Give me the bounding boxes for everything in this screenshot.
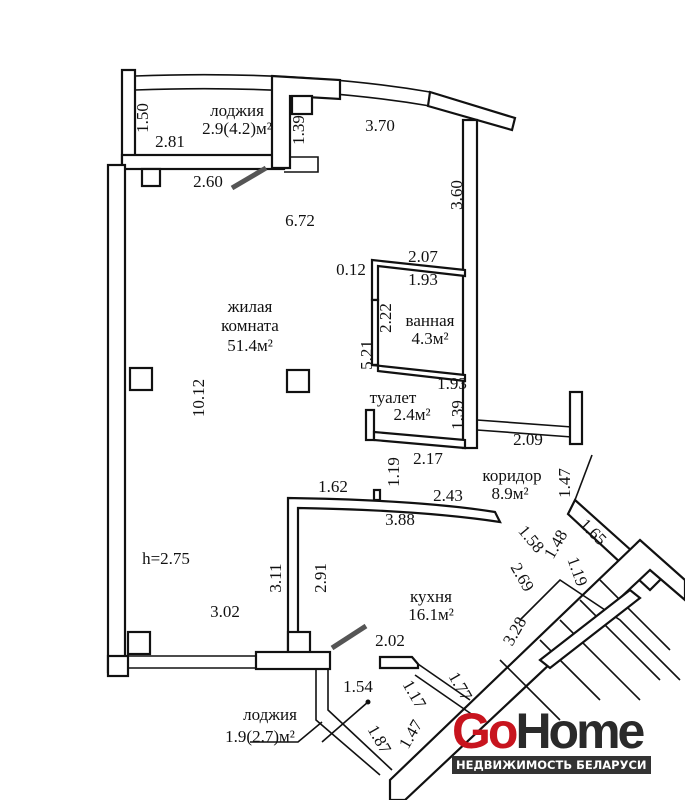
logo-go: Go <box>452 703 518 759</box>
dimension-label: 1.39 <box>289 115 308 145</box>
room-area-kitchen: 16.1м² <box>408 605 454 624</box>
dimension-label: 3.28 <box>499 614 530 649</box>
dimension-label: 1.39 <box>448 400 467 430</box>
room-area-loggia-bottom: 1.9(2.7)м² <box>225 727 295 746</box>
room-area-living: 51.4м² <box>227 336 273 355</box>
logo-subtitle: НЕДВИЖИМОСТЬ БЕЛАРУСИ <box>452 756 651 774</box>
room-area-loggia-top: 2.9(4.2)м² <box>202 119 272 138</box>
room-name-loggia-top: лоджия <box>210 101 264 120</box>
logo-text: GoHome <box>452 703 645 759</box>
dimension-label: 2.07 <box>408 247 438 266</box>
logo-home: Home <box>515 703 645 759</box>
dimension-label: 1.93 <box>437 374 467 393</box>
dimension-label: 3.88 <box>385 510 415 529</box>
dimension-label: 1.93 <box>408 270 438 289</box>
room-name-bathroom: ванная <box>406 311 455 330</box>
dimension-label: 1.48 <box>540 527 571 562</box>
dimension-label: 3.70 <box>365 116 395 135</box>
dimension-label: 1.87 <box>364 722 396 758</box>
room-labels: лоджия 2.9(4.2)м² жилая комната 51.4м² в… <box>142 101 542 746</box>
dimension-label: 2.69 <box>507 560 538 595</box>
dimension-label: 2.17 <box>413 449 443 468</box>
dimension-label: 2.60 <box>193 172 223 191</box>
dimension-label: 1.19 <box>563 554 591 588</box>
dimension-label: 2.43 <box>433 486 463 505</box>
dimension-label: 5.21 <box>357 340 376 370</box>
dimension-label: 1.62 <box>318 477 348 496</box>
dimension-label: 2.22 <box>376 303 395 333</box>
dimension-label: 1.47 <box>395 716 427 752</box>
dimension-label: 2.81 <box>155 132 185 151</box>
ceiling-height: h=2.75 <box>142 549 190 568</box>
room-name-loggia-bottom: лоджия <box>243 705 297 724</box>
room-area-toilet: 2.4м² <box>393 405 430 424</box>
dimension-label: 2.09 <box>513 430 543 449</box>
dimension-label: 3.11 <box>266 563 285 592</box>
dimension-label: 10.12 <box>189 379 208 417</box>
dimension-label: 0.12 <box>336 260 366 279</box>
room-area-bathroom: 4.3м² <box>411 329 448 348</box>
dimension-label: 2.91 <box>311 563 330 593</box>
dimension-label: 1.19 <box>384 457 403 487</box>
dimension-label: 3.02 <box>210 602 240 621</box>
room-name-living-2: комната <box>221 316 279 335</box>
dimension-label: 1.47 <box>555 468 574 498</box>
room-name-corridor: коридор <box>482 466 541 485</box>
dimension-label: 2.02 <box>375 631 405 650</box>
watermark-logo: GoHome НЕДВИЖИМОСТЬ БЕЛАРУСИ <box>452 703 651 774</box>
dimension-label: 6.72 <box>285 211 315 230</box>
walls <box>106 68 685 800</box>
dimension-label: 1.54 <box>343 677 373 696</box>
room-name-living: жилая <box>227 297 273 316</box>
room-area-corridor: 8.9м² <box>491 484 528 503</box>
room-name-toilet: туалет <box>370 388 417 407</box>
room-name-kitchen: кухня <box>410 587 452 606</box>
dimension-label: 1.50 <box>133 103 152 133</box>
dimension-label: 3.60 <box>447 180 466 210</box>
